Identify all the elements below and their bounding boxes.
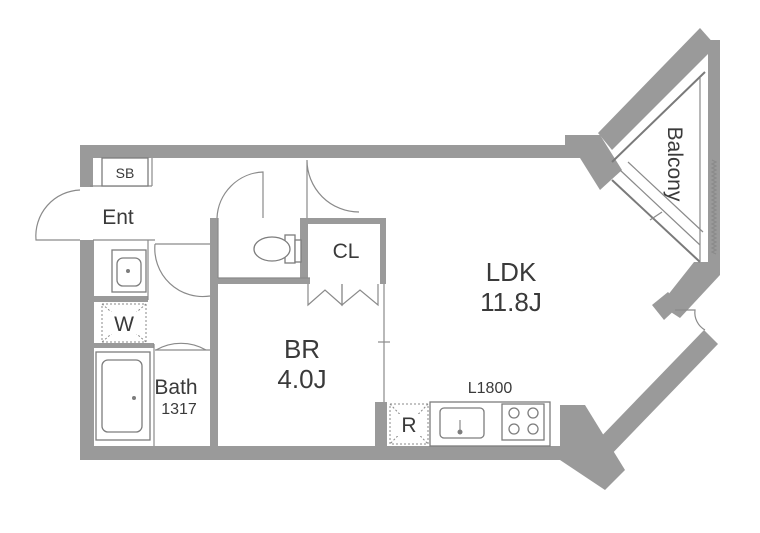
balcony-label: Balcony — [663, 127, 686, 202]
kitchen-length-label: L1800 — [468, 380, 513, 397]
doors — [35, 159, 706, 351]
shoe-box-label: SB — [116, 165, 135, 181]
entrance-label: Ent — [102, 206, 134, 229]
interior-lines — [90, 158, 390, 446]
ldk-size-label: 11.8J — [480, 287, 542, 317]
room-labels: SB Ent CL W Bath 1317 BR 4.0J LDK 11.8J … — [102, 127, 686, 437]
bath-size-label: 1317 — [161, 401, 197, 418]
bedroom-size-label: 4.0J — [277, 364, 326, 394]
ldk-label: LDK — [486, 257, 537, 287]
washer-space — [101, 303, 147, 343]
fixtures — [95, 157, 551, 447]
refrigerator-label: R — [401, 414, 416, 437]
closet-label: CL — [333, 240, 360, 263]
walls — [80, 28, 720, 490]
bath-label: Bath — [154, 376, 197, 399]
bedroom-label: BR — [284, 334, 320, 364]
washer-label: W — [114, 313, 134, 336]
toilet — [253, 234, 302, 264]
shoe-box — [101, 157, 149, 187]
refrigerator-space — [389, 403, 429, 445]
balcony-area — [611, 71, 718, 263]
